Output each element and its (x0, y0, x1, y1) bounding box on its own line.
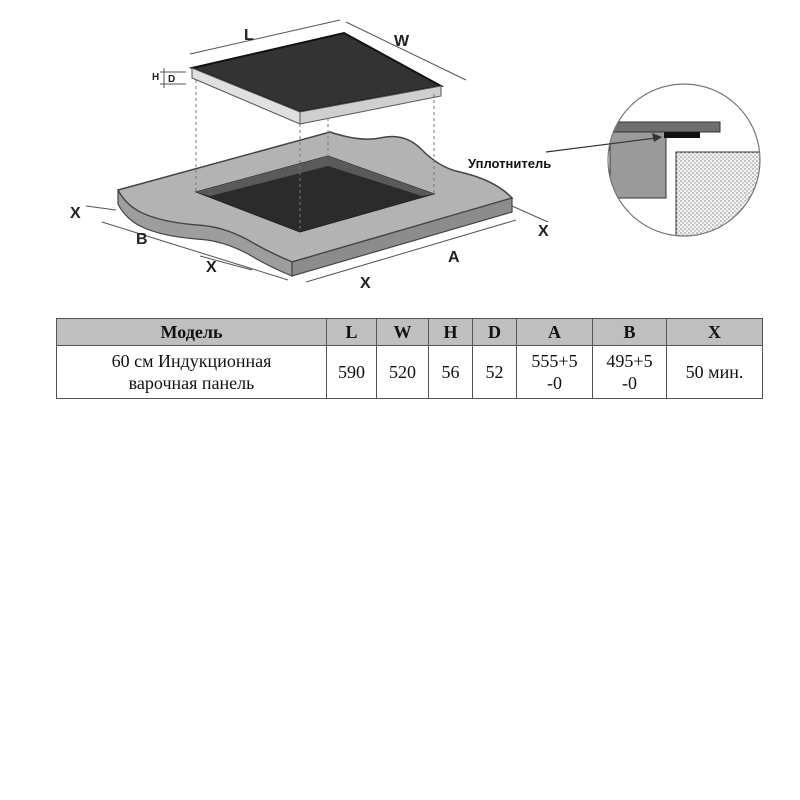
cell-W: 520 (376, 345, 429, 399)
header-X: X (666, 318, 763, 346)
header-A: A (516, 318, 593, 346)
label-X-right: X (538, 223, 549, 240)
detail-frame (609, 131, 667, 199)
model-line-1: 60 см Индукционная (111, 351, 272, 371)
table-row: 60 см Индукционная варочная панель 590 5… (56, 345, 763, 399)
callout-arrow-line (545, 137, 657, 153)
header-D: D (472, 318, 517, 346)
header-L: L (326, 318, 377, 346)
callout-arrow-head (652, 133, 662, 142)
header-H: H (428, 318, 473, 346)
A-line-1: 555+5 (531, 351, 578, 371)
label-H: H (152, 72, 159, 83)
cell-H: 56 (428, 345, 473, 399)
dimension-lines (85, 19, 549, 283)
installation-diagram: L W H D X B X X A X Уплотнитель (70, 19, 761, 292)
cell-L: 590 (326, 345, 377, 399)
table-header-row: Модель L W H D A B X (56, 318, 763, 346)
projection-lines (195, 80, 435, 232)
cell-D: 52 (472, 345, 517, 399)
cell-B: 495+5 -0 (592, 345, 667, 399)
B-line-1: 495+5 (606, 351, 653, 371)
countertop-left-face (117, 189, 293, 277)
label-A: A (448, 249, 460, 266)
label-X-front-left: X (206, 259, 217, 276)
spec-table: Модель L W H D A B X 60 см Индукционная … (56, 318, 763, 399)
cell-X: 50 мин. (666, 345, 763, 399)
model-line-2: варочная панель (128, 373, 255, 393)
label-X-left: X (70, 205, 81, 222)
detail-seal (664, 132, 700, 138)
B-line-2: -0 (622, 373, 637, 393)
seal-label: Уплотнитель (468, 156, 551, 171)
label-W: W (394, 33, 410, 50)
seal-detail-view (608, 84, 760, 236)
detail-worktop (675, 151, 760, 236)
cell-model: 60 см Индукционная варочная панель (56, 345, 327, 399)
label-D: D (168, 74, 175, 85)
detail-glass (608, 121, 721, 133)
detail-circle-outline (607, 83, 761, 237)
header-model: Модель (56, 318, 327, 346)
A-line-2: -0 (547, 373, 562, 393)
header-W: W (376, 318, 429, 346)
label-B: B (136, 231, 148, 248)
label-L: L (244, 27, 254, 44)
header-B: B (592, 318, 667, 346)
label-X-front-mid: X (360, 275, 371, 292)
cutout-inner-lip (196, 156, 434, 196)
cell-A: 555+5 -0 (516, 345, 593, 399)
